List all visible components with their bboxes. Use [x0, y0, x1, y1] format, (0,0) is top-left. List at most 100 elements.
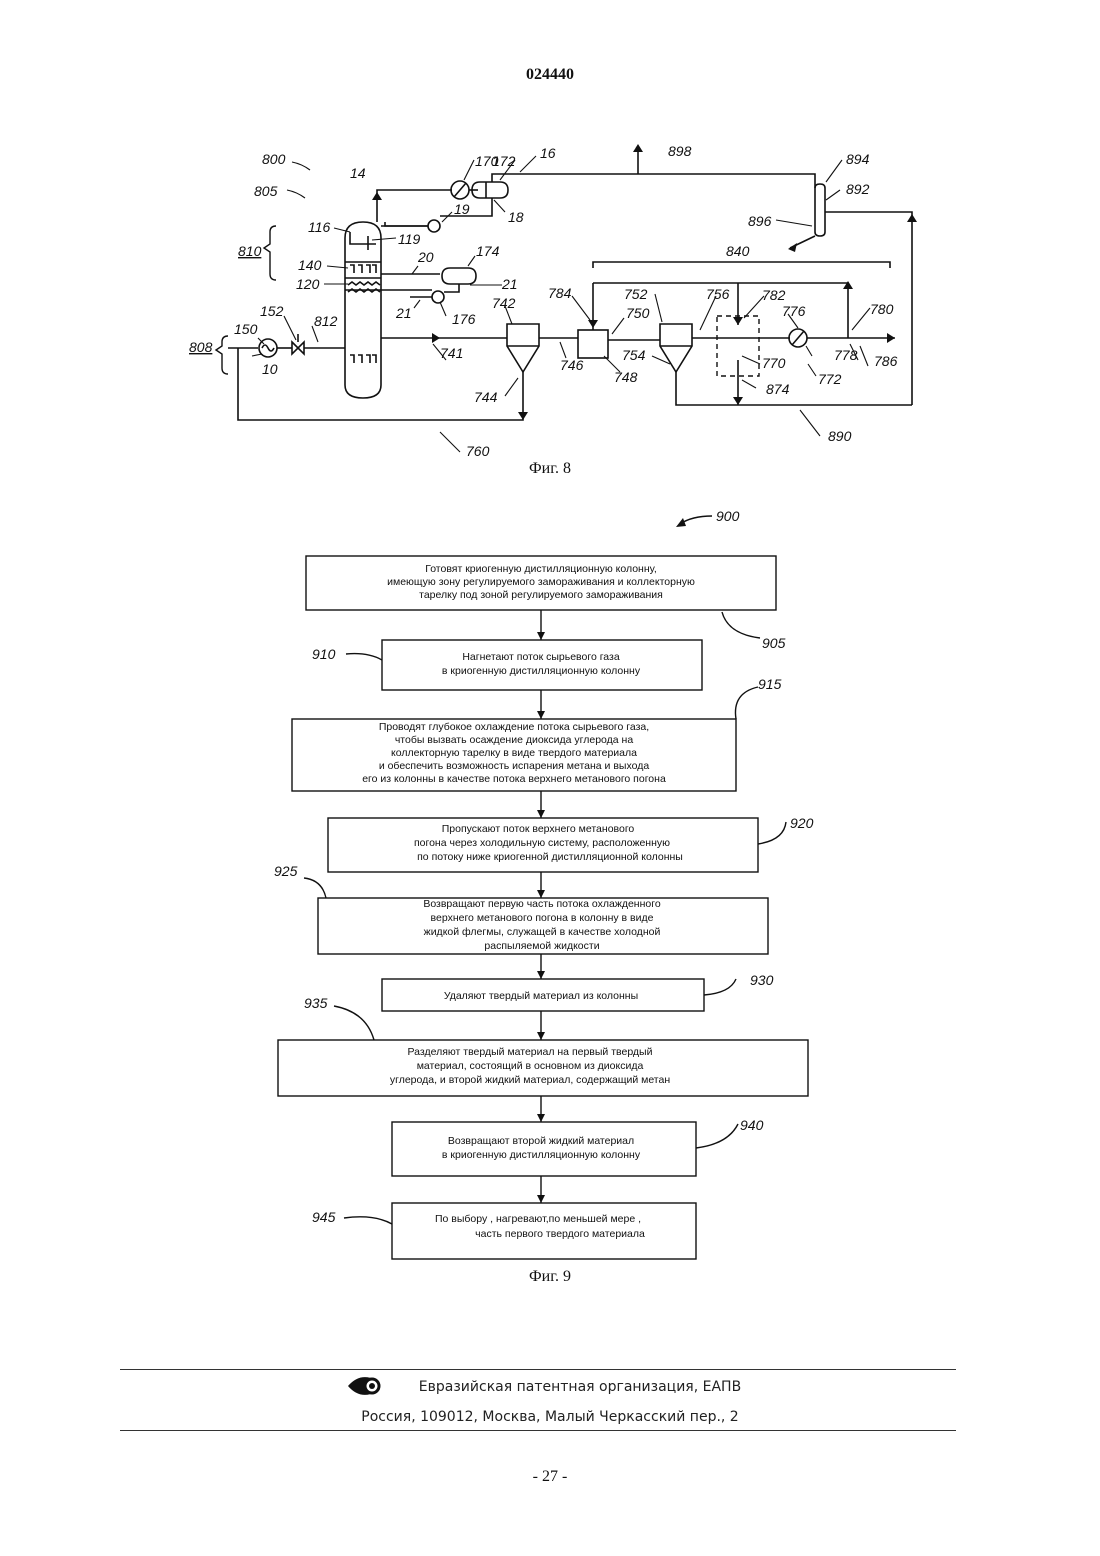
step-945-line-1: По выбору , нагревают,по меньшей мере , [435, 1213, 641, 1225]
footer-top-rule [120, 1369, 956, 1370]
figure-9-flowchart: 900 Готовят криогенную дистилляционную к… [0, 500, 1100, 1300]
label-756: 756 [706, 286, 730, 302]
step-920-line-2: погона через холодильную систему, распол… [414, 837, 670, 849]
step-930-line-1: Удаляют твердый материал из колонны [444, 990, 638, 1002]
label-10: 10 [262, 361, 278, 377]
step-920-line-1: Пропускают поток верхнего метанового [442, 823, 635, 835]
label-741: 741 [440, 345, 463, 361]
step-935-line-1: Разделяют твердый материал на первый тве… [408, 1046, 653, 1058]
label-748: 748 [614, 369, 638, 385]
figure-9-caption: Фиг. 9 [0, 1268, 1100, 1286]
step-925-line-1: Возвращают первую часть потока охлажденн… [423, 898, 661, 910]
step-920-line-3: по потоку ниже криогенной дистилляционно… [417, 851, 683, 863]
step-915-line-5: его из колонны в качестве потока верхнег… [362, 773, 666, 785]
label-890: 890 [828, 428, 852, 444]
label-776: 776 [782, 303, 806, 319]
label-746: 746 [560, 357, 584, 373]
step-915-line-2: чтобы вызвать осаждение диоксида углерод… [395, 734, 634, 746]
step-905-line-2: имеющую зону регулируемого замораживания… [387, 576, 695, 588]
ref-910: 910 [312, 646, 336, 662]
label-174: 174 [476, 243, 500, 259]
label-780: 780 [870, 301, 894, 317]
step-935-line-2: материал, состоящий в основном из диокси… [417, 1060, 644, 1072]
label-116: 116 [308, 219, 331, 235]
step-905: Готовят криогенную дистилляционную колон… [387, 563, 785, 651]
ref-905: 905 [762, 635, 786, 651]
ref-915: 915 [758, 676, 782, 692]
label-14: 14 [350, 165, 366, 181]
footer-organization: Евразийская патентная организация, ЕАПВ [0, 1379, 1100, 1395]
step-930: Удаляют твердый материал из колонны 930 [444, 972, 774, 1002]
ref-940: 940 [740, 1117, 764, 1133]
step-910-line-2: в криогенную дистилляционную колонну [442, 665, 641, 677]
label-772: 772 [818, 371, 842, 387]
ref-920: 920 [790, 815, 814, 831]
step-925-line-3: жидкой флегмы, служащей в качестве холод… [424, 926, 661, 938]
page-number: - 27 - [0, 1468, 1100, 1486]
label-770: 770 [762, 355, 786, 371]
ref-925: 925 [274, 863, 298, 879]
step-925-line-2: верхнего метанового погона в колонну в в… [431, 912, 654, 924]
ref-935: 935 [304, 995, 328, 1011]
label-744: 744 [474, 389, 498, 405]
label-172: 172 [492, 153, 516, 169]
label-840: 840 [726, 243, 750, 259]
label-782: 782 [762, 287, 786, 303]
label-18: 18 [508, 209, 524, 225]
label-760: 760 [466, 443, 490, 459]
label-800: 800 [262, 151, 286, 167]
step-945-line-2: часть первого твердого материала [475, 1228, 645, 1240]
step-940-line-2: в криогенную дистилляционную колонну [442, 1149, 641, 1161]
label-152: 152 [260, 303, 284, 319]
label-150: 150 [234, 321, 258, 337]
step-905-line-3: тарелку под зоной регулируемого заморажи… [419, 589, 663, 601]
label-752: 752 [624, 286, 648, 302]
label-120: 120 [296, 276, 320, 292]
label-750: 750 [626, 305, 650, 321]
label-778: 778 [834, 347, 858, 363]
step-915-line-4: и обеспечить возможность испарения метан… [379, 760, 650, 772]
step-915: Проводят глубокое охлаждение потока сырь… [362, 676, 781, 785]
figure-8-caption: Фиг. 8 [0, 460, 1100, 478]
label-176: 176 [452, 311, 476, 327]
step-935-line-3: углерода, и второй жидкий материал, соде… [390, 1074, 670, 1086]
label-896: 896 [748, 213, 772, 229]
label-786: 786 [874, 353, 898, 369]
label-16: 16 [540, 145, 556, 161]
step-940-line-1: Возвращают второй жидкий материал [448, 1135, 634, 1147]
label-784: 784 [548, 285, 572, 301]
label-808: 808 [189, 339, 213, 355]
label-21b: 21 [395, 305, 412, 321]
label-812: 812 [314, 313, 338, 329]
label-742: 742 [492, 295, 516, 311]
step-915-line-3: коллекторную тарелку в виде твердого мат… [391, 747, 637, 759]
step-910: Нагнетают поток сырьевого газа в криоген… [312, 646, 641, 677]
step-920: Пропускают поток верхнего метанового пог… [414, 815, 814, 863]
label-894: 894 [846, 151, 870, 167]
step-905-line-1: Готовят криогенную дистилляционную колон… [425, 563, 657, 575]
ref-900: 900 [716, 508, 740, 524]
step-910-line-1: Нагнетают поток сырьевого газа [462, 651, 620, 663]
label-805: 805 [254, 183, 278, 199]
ref-945: 945 [312, 1209, 336, 1225]
step-945: По выбору , нагревают,по меньшей мере , … [312, 1209, 645, 1240]
step-925: Возвращают первую часть потока охлажденн… [274, 863, 661, 952]
label-754: 754 [622, 347, 646, 363]
label-810: 810 [238, 243, 262, 259]
label-874: 874 [766, 381, 790, 397]
step-915-line-1: Проводят глубокое охлаждение потока сырь… [379, 721, 649, 733]
footer-bottom-rule [120, 1430, 956, 1431]
label-892: 892 [846, 181, 870, 197]
label-20: 20 [417, 249, 434, 265]
label-119: 119 [398, 231, 421, 247]
step-940: Возвращают второй жидкий материал в крио… [442, 1117, 764, 1161]
label-19: 19 [454, 201, 470, 217]
label-21a: 21 [501, 276, 518, 292]
label-898: 898 [668, 143, 692, 159]
footer-address: Россия, 109012, Москва, Малый Черкасский… [0, 1409, 1100, 1425]
ref-930: 930 [750, 972, 774, 988]
step-925-line-4: распыляемой жидкости [484, 940, 599, 952]
label-140: 140 [298, 257, 322, 273]
figure-8-process-diagram: 800 805 810 808 14 16 18 19 20 21 21 116… [0, 0, 1100, 470]
